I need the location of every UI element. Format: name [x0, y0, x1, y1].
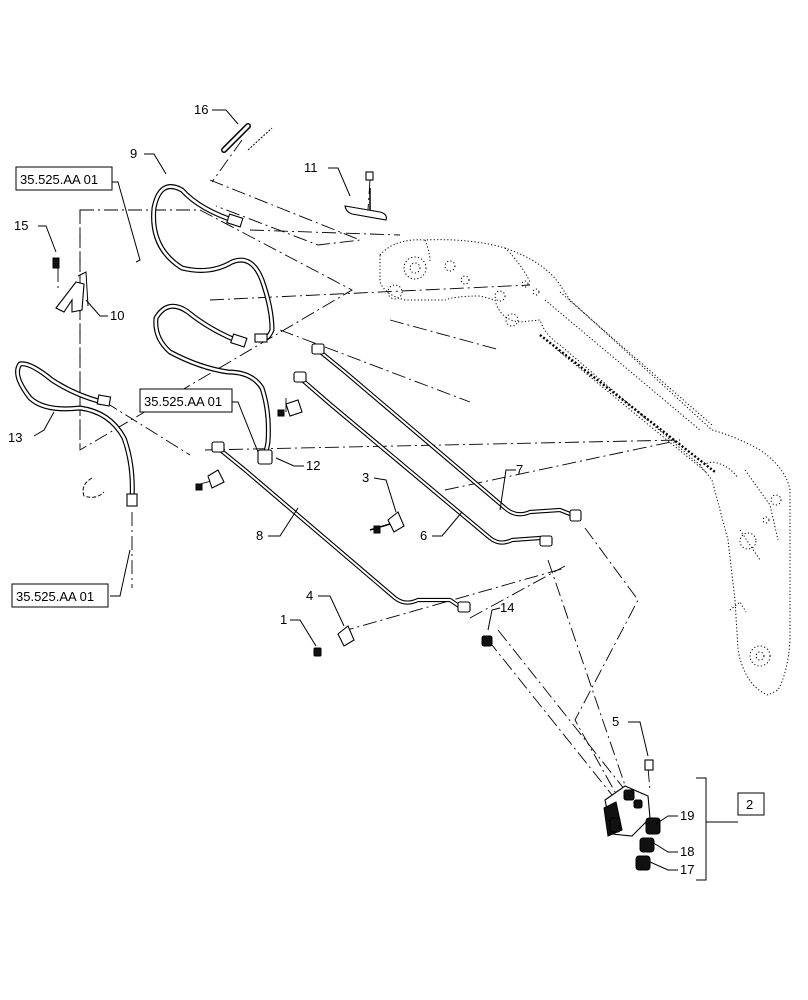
callout-6: 6: [420, 528, 427, 543]
callout-17: 17: [680, 862, 694, 877]
tube-7: [311, 343, 573, 517]
bolt-15: [52, 257, 60, 269]
callouts: 16 9 11 15 10 13 12 3 7 6 8 4 1 14 5 19 …: [8, 102, 765, 877]
clamp-11: [344, 171, 387, 221]
cap-17: [635, 855, 651, 871]
callout-5: 5: [612, 714, 619, 729]
clamp-4: [337, 625, 355, 647]
center-lines: [57, 139, 681, 801]
callout-9: 9: [130, 146, 137, 161]
clamp-upper: [277, 399, 303, 417]
fitting-14: [481, 635, 493, 647]
clamp-3: [369, 511, 405, 534]
callout-3: 3: [362, 470, 369, 485]
pin-16: [221, 123, 273, 153]
callout-16: 16: [194, 102, 208, 117]
hose-12: [153, 303, 273, 465]
callout-7: 7: [516, 462, 523, 477]
reference-middle-label: 35.525.AA 01: [144, 394, 222, 409]
callout-18: 18: [680, 844, 694, 859]
reference-top-label: 35.525.AA 01: [20, 172, 98, 187]
reference-bottom-label: 35.525.AA 01: [16, 589, 94, 604]
tube-6: [293, 371, 553, 547]
reference-top[interactable]: 35.525.AA 01: [15, 166, 113, 191]
tube-8: [211, 441, 471, 613]
callout-1: 1: [280, 612, 287, 627]
hose-9: [151, 184, 275, 343]
callout-19: 19: [680, 808, 694, 823]
bracket-10: [55, 271, 89, 313]
callout-2-box: [737, 792, 765, 816]
callout-13: 13: [8, 430, 22, 445]
dipper-arm: [379, 239, 791, 696]
callout-10: 10: [110, 308, 124, 323]
bolt-5: [644, 759, 654, 771]
elbow-fitting: [569, 509, 582, 522]
reference-middle[interactable]: 35.525.AA 01: [139, 388, 233, 413]
cap-19: [645, 817, 661, 835]
callout-14: 14: [500, 600, 514, 615]
callout-2: 2: [746, 797, 753, 812]
reference-bottom[interactable]: 35.525.AA 01: [11, 583, 109, 608]
callout-11: 11: [304, 160, 318, 175]
cap-18: [639, 837, 655, 853]
callout-15: 15: [14, 218, 28, 233]
leader-lines: [33, 109, 738, 881]
callout-8: 8: [256, 528, 263, 543]
callout-12: 12: [306, 458, 320, 473]
bolt-1: [313, 647, 322, 657]
callout-4: 4: [306, 588, 313, 603]
hose-13: [15, 361, 138, 507]
clamp-left: [195, 469, 225, 491]
